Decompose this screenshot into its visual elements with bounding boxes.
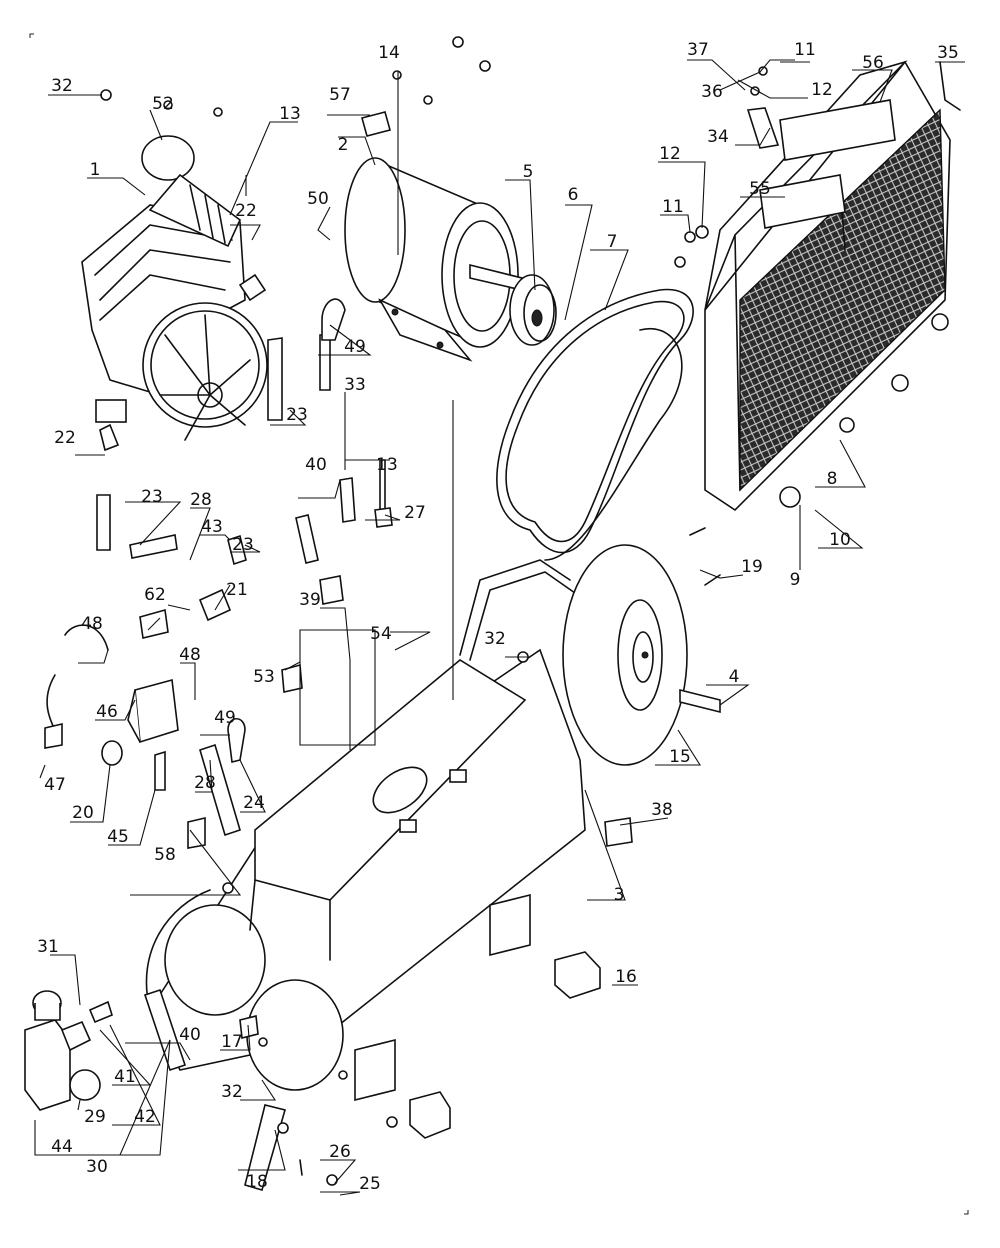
rubber-foot [409, 951, 601, 1139]
callout-25: 25 [359, 1174, 381, 1194]
callout-32-bottom: 32 [221, 1082, 243, 1102]
callout-15: 15 [669, 747, 691, 767]
callout-11-mid: 11 [662, 197, 684, 217]
callout-14: 14 [378, 43, 400, 63]
callout-28-top: 28 [190, 490, 212, 510]
callout-13-top: 13 [279, 104, 301, 124]
callout-1: 1 [90, 160, 101, 180]
callout-22-left: 22 [54, 428, 76, 448]
callout-23-left: 23 [141, 487, 163, 507]
callout-62: 62 [144, 585, 166, 605]
callout-30: 30 [86, 1157, 108, 1177]
callout-44: 44 [51, 1137, 73, 1157]
compressor-pump [81, 135, 268, 441]
callout-54: 54 [370, 624, 392, 644]
callout-37: 37 [687, 40, 709, 60]
callout-55: 55 [749, 179, 771, 199]
callout-47: 47 [44, 775, 66, 795]
callout-41: 41 [114, 1067, 136, 1087]
callout-49-mid: 49 [214, 708, 236, 728]
callout-18: 18 [246, 1172, 268, 1192]
callout-8: 8 [827, 469, 838, 489]
callout-57: 57 [329, 85, 351, 105]
callout-42: 42 [134, 1107, 156, 1127]
callout-52: 52 [152, 94, 174, 114]
callout-50: 50 [307, 189, 329, 209]
callout-11-top: 11 [794, 40, 816, 60]
callout-46: 46 [96, 702, 118, 722]
callout-24: 24 [243, 793, 265, 813]
leader-lines [34, 59, 965, 1196]
callout-3: 3 [614, 885, 625, 905]
callout-13-mid: 13 [376, 455, 398, 475]
corner-marks [29, 33, 969, 1215]
callout-35: 35 [937, 43, 959, 63]
callout-31: 31 [37, 937, 59, 957]
callout-39: 39 [299, 590, 321, 610]
callout-7: 7 [607, 232, 618, 252]
callout-19: 19 [741, 557, 763, 577]
air-tank-frame [145, 559, 586, 1102]
pressure-switch [44, 624, 179, 766]
callout-4: 4 [729, 667, 740, 687]
belt-guard [704, 60, 951, 512]
callout-5: 5 [523, 162, 534, 182]
callout-40-bottom: 40 [179, 1025, 201, 1045]
callout-23-right: 23 [286, 405, 308, 425]
motor-pulley [509, 274, 557, 346]
callout-33: 33 [344, 375, 366, 395]
callout-6: 6 [568, 185, 579, 205]
wheel [562, 544, 721, 766]
drive-belt [496, 288, 694, 561]
callout-53: 53 [253, 667, 275, 687]
callout-12-mid: 12 [659, 144, 681, 164]
callout-2: 2 [338, 135, 349, 155]
regulator-assembly [24, 990, 113, 1111]
callout-48-left: 48 [81, 614, 103, 634]
callout-23-mid: 23 [232, 535, 254, 555]
handle [244, 1104, 286, 1191]
callout-21: 21 [226, 580, 248, 600]
callout-27: 27 [404, 503, 426, 523]
callout-58: 58 [154, 845, 176, 865]
callout-17: 17 [221, 1032, 243, 1052]
callout-32-top-left: 32 [51, 76, 73, 96]
callout-26: 26 [329, 1142, 351, 1162]
small-hardware [100, 36, 961, 1186]
callout-36: 36 [701, 82, 723, 102]
callout-49-top: 49 [344, 337, 366, 357]
callout-45: 45 [107, 827, 129, 847]
callout-labels: 32 52 1 13 22 14 57 2 50 49 5 6 7 37 11 … [37, 40, 959, 1194]
callout-9: 9 [790, 570, 801, 590]
electric-motor [344, 157, 531, 362]
callout-56: 56 [862, 53, 884, 73]
callout-32-mid: 32 [484, 629, 506, 649]
callout-16: 16 [615, 967, 637, 987]
callout-20: 20 [72, 803, 94, 823]
callout-43: 43 [201, 517, 223, 537]
callout-34: 34 [707, 127, 729, 147]
callout-10: 10 [829, 530, 851, 550]
callout-48-right: 48 [179, 645, 201, 665]
callout-12-top: 12 [811, 80, 833, 100]
callout-40-mid: 40 [305, 455, 327, 475]
callout-22-top: 22 [235, 201, 257, 221]
callout-29: 29 [84, 1107, 106, 1127]
callout-38: 38 [651, 800, 673, 820]
callout-28-mid: 28 [194, 773, 216, 793]
